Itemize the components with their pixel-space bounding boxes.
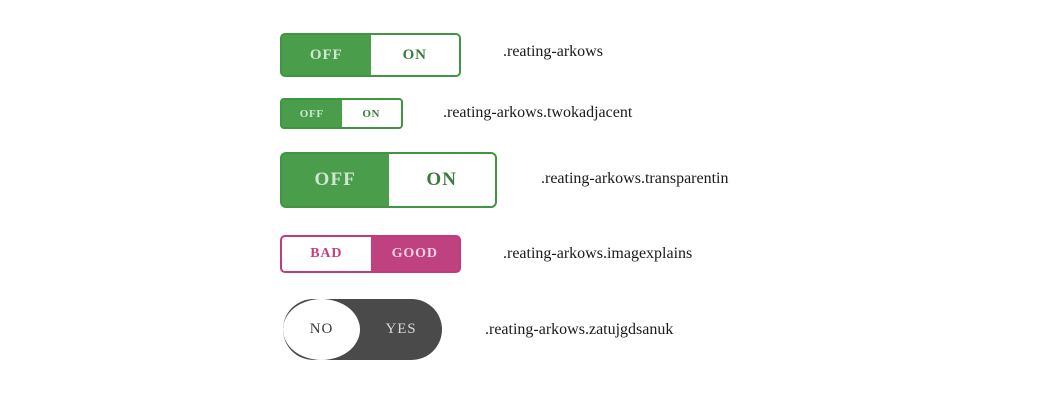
toggle-row-zatujgdsanuk: YES NO [283,299,442,360]
toggle-row-imagexplains: BAD GOOD [280,235,461,273]
toggle-option-no[interactable]: NO [283,299,360,360]
toggle-option-on[interactable]: ON [388,154,495,206]
toggle-transparentin[interactable]: OFF ON [280,152,497,208]
toggle-option-off[interactable]: OFF [314,169,356,190]
toggle-reating-arkows[interactable]: OFF ON [280,33,461,77]
toggle-twokadjacent[interactable]: OFF ON [280,98,403,129]
toggle-option-good[interactable]: GOOD [391,246,438,261]
toggle-row-reating-arkows: OFF ON [280,33,461,77]
class-label-imagexplains: .reating-arkows.imagexplains [503,245,693,262]
class-label-reating-arkows: .reating-arkows [503,43,603,60]
class-label-twokadjacent: .reating-arkows.twokadjacent [443,104,633,121]
toggle-row-transparentin: OFF ON [280,152,497,208]
toggle-option-bad[interactable]: BAD [282,237,371,271]
toggle-option-on[interactable]: ON [370,35,459,75]
toggle-imagexplains[interactable]: BAD GOOD [280,235,461,273]
class-label-transparentin: .reating-arkows.transparentin [541,170,729,187]
toggle-option-on[interactable]: ON [341,100,401,127]
toggle-row-twokadjacent: OFF ON [280,98,403,129]
toggle-option-off[interactable]: OFF [299,107,324,120]
class-label-zatujgdsanuk: .reating-arkows.zatujgdsanuk [485,321,674,338]
toggle-zatujgdsanuk[interactable]: YES NO [283,299,442,360]
toggle-option-off[interactable]: OFF [309,46,343,63]
toggle-option-yes[interactable]: YES [385,321,417,337]
